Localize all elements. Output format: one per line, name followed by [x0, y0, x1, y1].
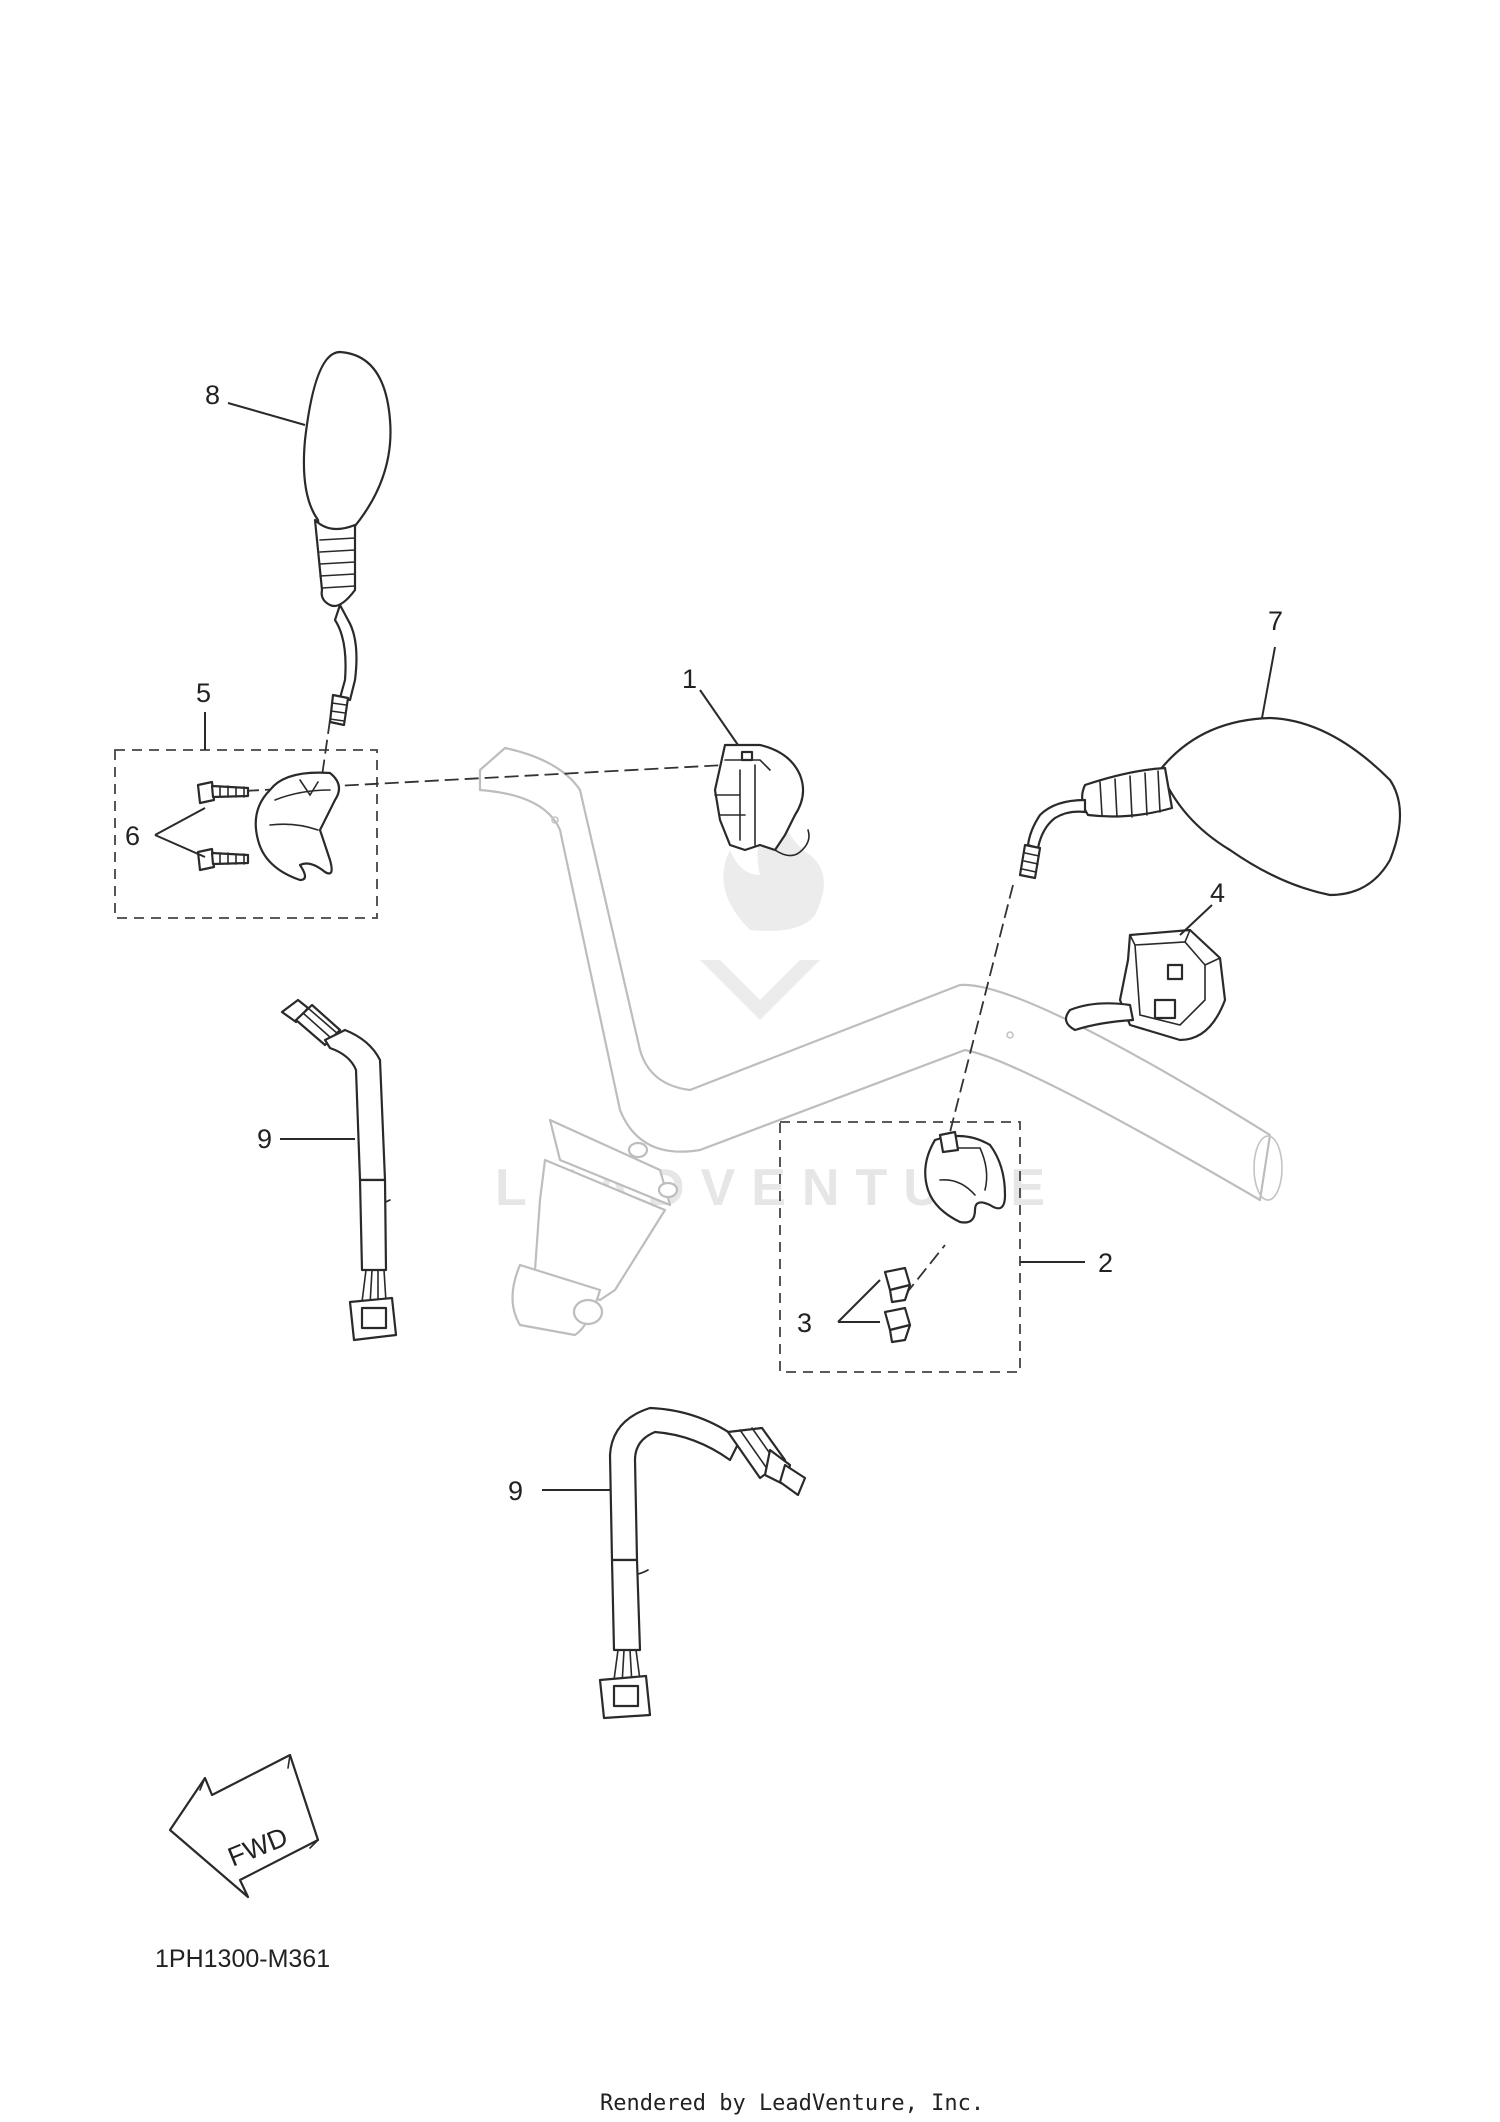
alignment-line-8 — [319, 719, 331, 791]
callout-2: 2 — [1098, 1248, 1113, 1278]
assembly-box-5 — [114, 749, 378, 919]
part-3-screws[interactable] — [883, 1266, 912, 1344]
callout-8: 8 — [205, 380, 220, 410]
callout-4: 4 — [1210, 878, 1225, 908]
part-9-brake-switch-left[interactable] — [280, 998, 398, 1342]
part-8-left-mirror[interactable] — [302, 350, 392, 727]
part-1-left-switch[interactable] — [713, 743, 810, 857]
part-5-left-clamp[interactable] — [254, 771, 341, 882]
leader-lines — [154, 402, 1276, 1491]
callout-9-left: 9 — [257, 1124, 272, 1154]
callout-7: 7 — [1268, 606, 1283, 636]
alignment-line-3 — [904, 1244, 946, 1296]
alignment-line-7 — [947, 884, 1014, 1141]
assembly-box-2 — [779, 1121, 1021, 1373]
callout-3: 3 — [797, 1308, 812, 1338]
handlebar-ghost — [478, 746, 1283, 1337]
callout-6: 6 — [125, 821, 140, 851]
callout-9-lower: 9 — [508, 1476, 523, 1506]
part-2-right-clamp[interactable] — [924, 1130, 1007, 1224]
fwd-arrow: FWD — [168, 1753, 320, 1899]
callout-1: 1 — [682, 664, 697, 694]
part-9-brake-switch-lower[interactable] — [598, 1406, 807, 1720]
part-7-right-mirror[interactable] — [1018, 716, 1402, 897]
part-4-right-switch[interactable] — [1064, 928, 1227, 1042]
diagram-code: 1PH1300-M361 — [155, 1945, 330, 1973]
callout-5: 5 — [196, 678, 211, 708]
rendered-by-footer: Rendered by LeadVenture, Inc. — [600, 2091, 984, 2116]
part-6-screws[interactable] — [196, 780, 250, 872]
